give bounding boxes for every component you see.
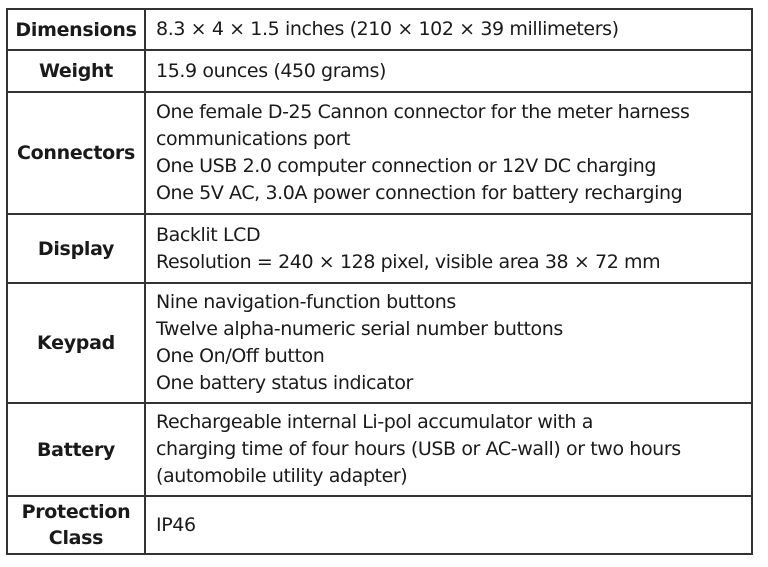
row-label: Keypad [6,282,146,404]
value-line: communications port [156,128,351,150]
label-text: Protection [21,501,131,523]
row-label: Dimensions [6,8,146,51]
specifications-table: Dimensions 8.3 × 4 × 1.5 inches (210 × 1… [6,8,753,555]
row-label: Battery [6,402,146,497]
label-text: Class [48,527,104,549]
row-connectors: Connectors One female D-25 Cannon connec… [6,91,753,215]
value-line: (automobile utility adapter) [156,465,408,487]
label-text: Dimensions [15,18,137,41]
value-line: charging time of four hours (USB or AC-w… [156,438,681,460]
value-line: One USB 2.0 computer connection or 12V D… [156,155,657,177]
row-value: 8.3 × 4 × 1.5 inches (210 × 102 × 39 mil… [144,8,753,51]
row-weight: Weight 15.9 ounces (450 grams) [6,49,753,93]
label-text: Display [37,237,115,260]
value-line: Rechargeable internal Li-pol accumulator… [156,411,593,433]
row-battery: Battery Rechargeable internal Li-pol acc… [6,402,753,497]
label-text: Weight [38,60,114,82]
value-line: Twelve alpha-numeric serial number butto… [156,318,563,340]
row-label: Connectors [6,91,146,215]
row-keypad: Keypad Nine navigation-function buttons … [6,282,753,404]
value-line: One female D-25 Cannon connector for the… [156,101,690,123]
value-line: IP46 [156,513,196,536]
row-label: Weight [6,49,146,93]
value-line: One battery status indicator [156,372,413,394]
row-value: One female D-25 Cannon connector for the… [144,91,753,215]
value-line: 15.9 ounces (450 grams) [156,59,386,82]
row-label: Protection Class [6,495,146,555]
value-line: Resolution = 240 × 128 pixel, visible ar… [156,250,661,273]
row-label: Display [6,213,146,284]
row-value: Backlit LCD Resolution = 240 × 128 pixel… [144,213,753,284]
value-line: Backlit LCD [156,223,261,246]
value-line: 8.3 × 4 × 1.5 inches (210 × 102 × 39 mil… [156,18,619,40]
row-display: Display Backlit LCD Resolution = 240 × 1… [6,213,753,284]
label-text: Keypad [37,332,115,354]
row-value: Nine navigation-function buttons Twelve … [144,282,753,404]
row-value: Rechargeable internal Li-pol accumulator… [144,402,753,497]
row-dimensions: Dimensions 8.3 × 4 × 1.5 inches (210 × 1… [6,8,753,51]
row-protection-class: Protection Class IP46 [6,495,753,555]
row-value: 15.9 ounces (450 grams) [144,49,753,93]
label-text: Connectors [16,142,135,164]
value-line: One On/Off button [156,345,325,367]
label-text: Battery [36,438,115,461]
value-line: One 5V AC, 3.0A power connection for bat… [156,182,683,204]
value-line: Nine navigation-function buttons [156,291,456,313]
row-value: IP46 [144,495,753,555]
